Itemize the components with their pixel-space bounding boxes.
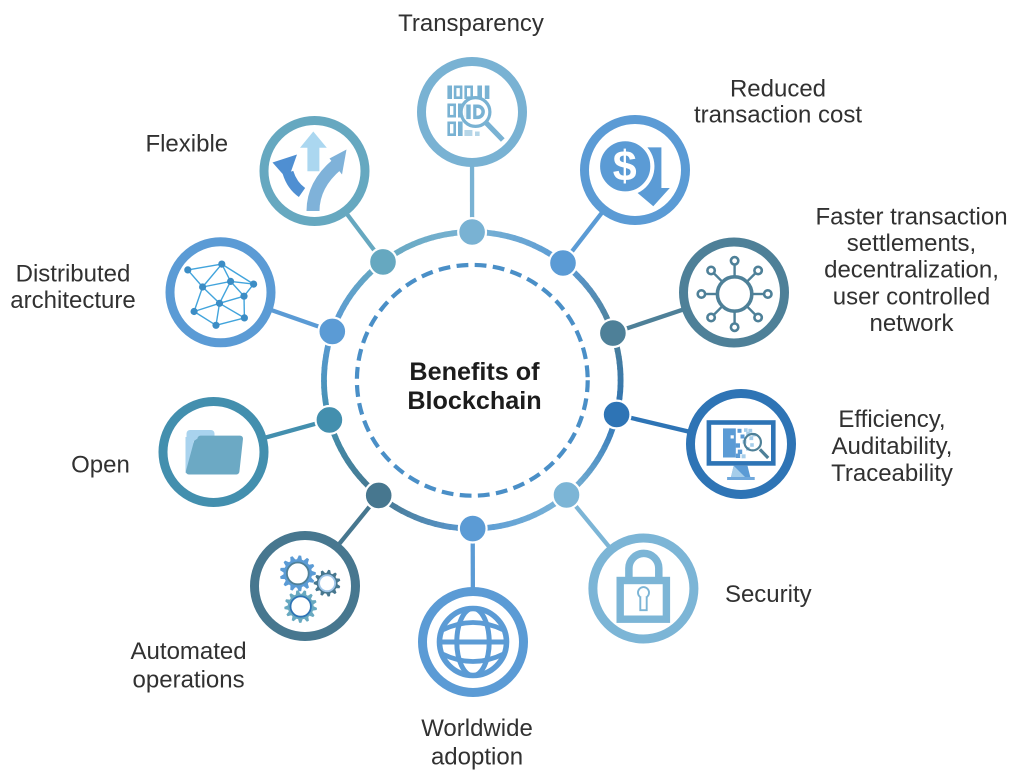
svg-text:Flexible: Flexible [145,130,228,157]
svg-text:operations: operations [133,666,245,693]
svg-text:user controlled: user controlled [833,283,990,310]
svg-text:Reduced: Reduced [730,76,826,103]
svg-text:Automated: Automated [131,638,247,665]
svg-text:decentralization,: decentralization, [824,257,999,284]
svg-text:Worldwide: Worldwide [421,715,533,742]
svg-text:$: $ [613,142,637,190]
svg-text:Transparency: Transparency [398,10,544,37]
svg-text:architecture: architecture [10,287,135,314]
svg-text:network: network [869,310,954,337]
svg-text:Efficiency,: Efficiency, [838,406,945,433]
svg-text:transaction cost: transaction cost [694,102,862,129]
svg-text:Open: Open [71,452,130,479]
svg-text:adoption: adoption [431,743,523,770]
svg-text:Security: Security [725,581,812,608]
svg-text:Auditability,: Auditability, [832,433,953,460]
svg-text:Benefits of: Benefits of [409,358,540,386]
svg-text:Faster transaction: Faster transaction [815,203,1007,230]
svg-text:Blockchain: Blockchain [407,387,541,415]
svg-text:settlements,: settlements, [847,230,976,257]
svg-text:Traceability: Traceability [831,460,953,487]
svg-text:Distributed: Distributed [16,261,131,288]
